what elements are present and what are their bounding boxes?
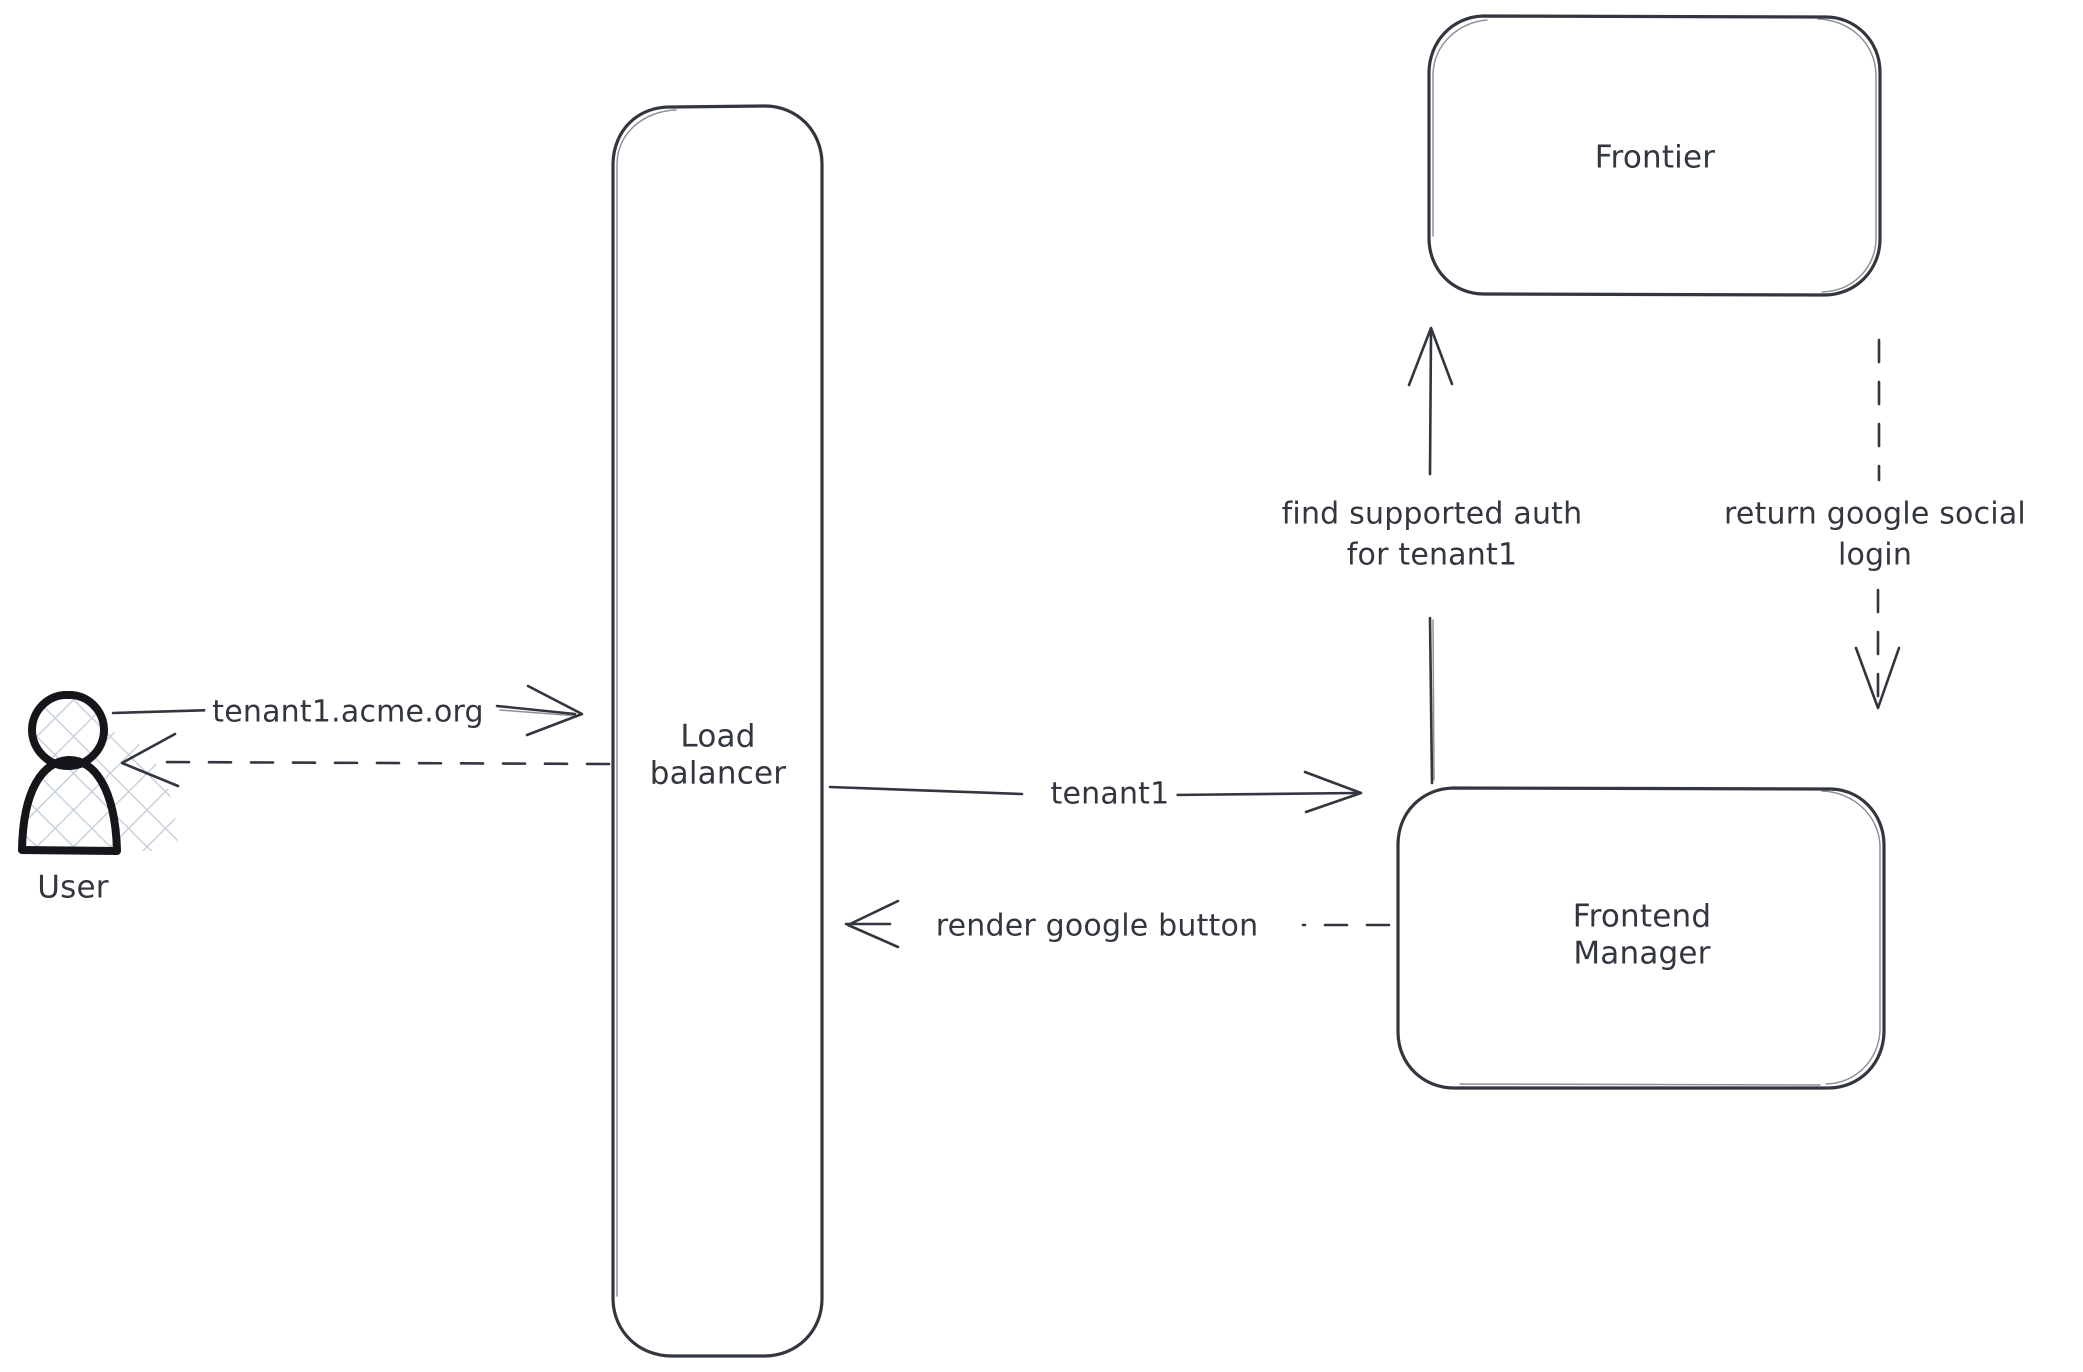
- node-user-label: User: [37, 869, 109, 906]
- edge-load-balancer-to-frontend-manager-label: tenant1: [1043, 776, 1177, 812]
- edge-load-balancer-to-frontend-manager-line: [828, 770, 1363, 814]
- edge-load-balancer-to-user-line: [120, 732, 611, 788]
- edge-frontend-manager-to-load-balancer-label: render google button: [928, 908, 1266, 944]
- edge-fm-frontier-label-line1: find supported auth: [1281, 496, 1583, 532]
- node-frontier-label: Frontier: [1594, 139, 1716, 176]
- node-frontier-shape[interactable]: [1427, 14, 1882, 297]
- edge-frontend-manager-to-frontier-label: find supported auth for tenant1: [1282, 495, 1583, 576]
- node-load-balancer-shape[interactable]: [611, 104, 824, 1358]
- node-load-balancer-label-line2: balancer: [649, 755, 787, 791]
- edge-frontier-to-frontend-manager-label: return google social login: [1724, 495, 2026, 576]
- edge-frontend-manager-to-frontier-line: [1407, 326, 1454, 785]
- edge-frontier-to-frontend-manager-line: [1854, 338, 1901, 710]
- edge-fm-frontier-label-line2: for tenant1: [1346, 537, 1518, 572]
- edge-frontend-manager-to-load-balancer-line: [844, 899, 1391, 949]
- node-load-balancer-label-line1: Load: [680, 718, 756, 755]
- user-person-icon: [18, 691, 178, 855]
- node-frontend-manager-label-line1: Frontend: [1572, 898, 1712, 935]
- edge-frontier-fm-label-line2: login: [1837, 537, 1913, 572]
- edge-user-to-load-balancer-label: tenant1.acme.org: [205, 694, 491, 730]
- edge-frontier-fm-label-line1: return google social: [1724, 496, 2026, 532]
- node-frontend-manager-label-line2: Manager: [1573, 935, 1711, 971]
- node-frontend-manager-shape[interactable]: [1396, 786, 1886, 1090]
